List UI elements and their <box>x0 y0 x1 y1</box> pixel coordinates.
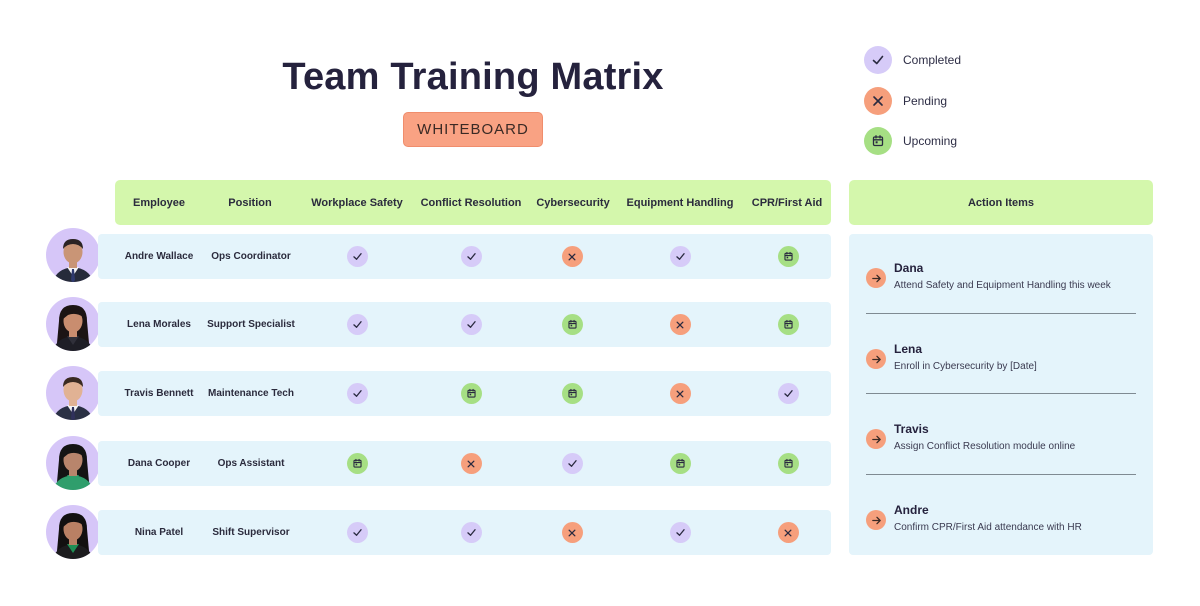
table-row[interactable]: Dana Cooper Ops Assistant <box>98 441 831 486</box>
x-icon[interactable] <box>777 522 799 543</box>
x-icon <box>864 86 892 115</box>
calendar-icon[interactable] <box>777 246 799 267</box>
arrow-right-icon[interactable] <box>866 510 886 530</box>
legend-item-pending: Pending <box>864 86 961 115</box>
check-icon[interactable] <box>669 522 691 543</box>
employee-position: Shift Supervisor <box>212 527 290 538</box>
employee-position: Maintenance Tech <box>208 388 294 399</box>
column-header-position: Position <box>228 196 272 209</box>
action-item-name: Dana <box>894 261 924 275</box>
legend-label: Completed <box>903 53 962 67</box>
action-items-header: Action Items <box>849 180 1153 225</box>
column-header-cybersecurity: Cybersecurity <box>536 196 610 209</box>
employee-position: Ops Coordinator <box>211 251 291 262</box>
employee-avatar <box>46 228 100 282</box>
employee-name: Lena Morales <box>127 319 191 330</box>
arrow-right-icon[interactable] <box>866 349 886 369</box>
table-row[interactable]: Lena Morales Support Specialist <box>98 302 831 347</box>
check-icon[interactable] <box>460 314 482 335</box>
action-item-text: Attend Safety and Equipment Handling thi… <box>894 280 1111 291</box>
action-item-name: Travis <box>894 422 929 436</box>
calendar-icon[interactable] <box>777 453 799 474</box>
whiteboard-badge[interactable]: WHITEBOARD <box>403 112 543 147</box>
action-item-divider <box>866 313 1136 314</box>
employee-name: Andre Wallace <box>124 251 194 262</box>
check-icon[interactable] <box>346 246 368 267</box>
action-item-name: Andre <box>894 503 929 517</box>
check-icon[interactable] <box>346 522 368 543</box>
x-icon[interactable] <box>561 246 583 267</box>
employee-position: Support Specialist <box>207 319 295 330</box>
table-row[interactable]: Andre Wallace Ops Coordinator <box>98 234 831 279</box>
calendar-icon[interactable] <box>460 383 482 404</box>
column-header-cpr-first-aid: CPR/First Aid <box>751 196 823 209</box>
employee-name: Nina Patel <box>134 527 184 538</box>
action-item-text: Enroll in Cybersecurity by [Date] <box>894 361 1037 372</box>
calendar-icon[interactable] <box>346 453 368 474</box>
legend-item-completed: Completed <box>864 46 961 74</box>
employee-avatar <box>46 366 100 420</box>
employee-avatar <box>46 436 100 490</box>
action-item-divider <box>866 393 1136 394</box>
employee-avatar <box>46 297 100 351</box>
calendar-icon <box>864 127 892 155</box>
check-icon <box>864 46 892 74</box>
column-header-workplace-safety: Workplace Safety <box>311 196 403 209</box>
employee-name: Dana Cooper <box>127 458 191 469</box>
check-icon[interactable] <box>346 314 368 335</box>
x-icon[interactable] <box>669 383 691 404</box>
table-row[interactable]: Travis Bennett Maintenance Tech <box>98 371 831 416</box>
legend-label: Pending <box>903 93 948 108</box>
action-item-text: Confirm CPR/First Aid attendance with HR <box>894 522 1082 533</box>
x-icon[interactable] <box>460 453 482 474</box>
calendar-icon[interactable] <box>561 383 583 404</box>
employee-name: Travis Bennett <box>124 388 194 399</box>
column-header-conflict-resolution: Conflict Resolution <box>420 196 522 209</box>
page-title: Team Training Matrix <box>282 56 664 98</box>
action-item-name: Lena <box>894 342 923 356</box>
table-row[interactable]: Nina Patel Shift Supervisor <box>98 510 831 555</box>
action-item-divider <box>866 474 1136 475</box>
check-icon[interactable] <box>460 246 482 267</box>
x-icon[interactable] <box>561 522 583 543</box>
calendar-icon[interactable] <box>777 314 799 335</box>
legend-item-upcoming: Upcoming <box>864 127 961 155</box>
check-icon[interactable] <box>669 246 691 267</box>
check-icon[interactable] <box>561 453 583 474</box>
column-header-employee: Employee <box>133 196 185 209</box>
action-item-text: Assign Conflict Resolution module online <box>894 441 1076 452</box>
column-header-equipment-handling: Equipment Handling <box>626 196 734 209</box>
legend-label: Upcoming <box>903 134 958 148</box>
matrix-header: Employee Position Workplace Safety Confl… <box>115 180 831 225</box>
check-icon[interactable] <box>777 383 799 404</box>
x-icon[interactable] <box>669 314 691 335</box>
arrow-right-icon[interactable] <box>866 429 886 449</box>
employee-position: Ops Assistant <box>217 458 285 469</box>
calendar-icon[interactable] <box>561 314 583 335</box>
arrow-right-icon[interactable] <box>866 268 886 288</box>
check-icon[interactable] <box>460 522 482 543</box>
status-legend: Completed Pending Upcoming <box>864 46 961 168</box>
employee-avatar <box>46 505 100 559</box>
calendar-icon[interactable] <box>669 453 691 474</box>
check-icon[interactable] <box>346 383 368 404</box>
